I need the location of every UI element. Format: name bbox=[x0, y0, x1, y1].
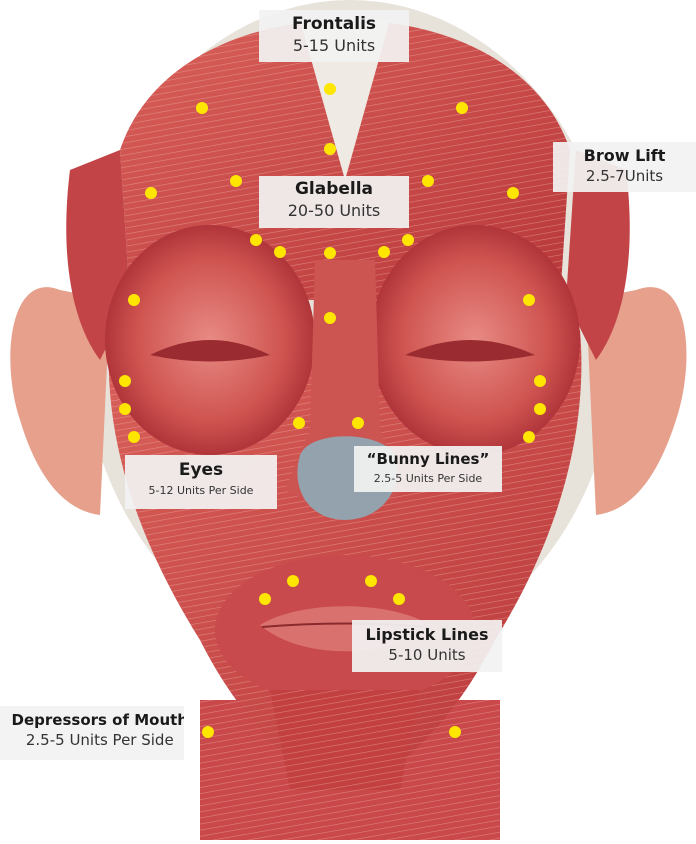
injection-point-dot bbox=[324, 143, 336, 155]
injection-point-dot bbox=[449, 726, 461, 738]
injection-point-dot bbox=[259, 593, 271, 605]
injection-point-dot bbox=[422, 175, 434, 187]
injection-point-dot bbox=[119, 375, 131, 387]
injection-point-dot bbox=[523, 294, 535, 306]
injection-point-dot bbox=[293, 417, 305, 429]
injection-point-dot bbox=[352, 417, 364, 429]
injection-point-dot bbox=[402, 234, 414, 246]
injection-point-dot bbox=[145, 187, 157, 199]
injection-point-dot bbox=[507, 187, 519, 199]
injection-point-dot bbox=[365, 575, 377, 587]
injection-point-dot bbox=[128, 431, 140, 443]
depressors-label: Depressors of Mouth 2.5-5 Units Per Side bbox=[0, 706, 184, 760]
depressors-title: Depressors of Mouth bbox=[12, 711, 184, 729]
brow-lift-units: 2.5-7Units bbox=[553, 167, 696, 185]
injection-point-dot bbox=[230, 175, 242, 187]
glabella-label: Glabella 20-50 Units bbox=[259, 176, 409, 228]
brow-lift-label: Brow Lift 2.5-7Units bbox=[553, 142, 696, 192]
frontalis-title: Frontalis bbox=[259, 14, 409, 34]
eyes-title: Eyes bbox=[125, 460, 277, 480]
lipstick-lines-units: 5-10 Units bbox=[352, 646, 502, 664]
lipstick-lines-title: Lipstick Lines bbox=[352, 625, 502, 644]
lipstick-lines-label: Lipstick Lines 5-10 Units bbox=[352, 620, 502, 672]
glabella-units: 20-50 Units bbox=[259, 201, 409, 220]
injection-point-dot bbox=[534, 375, 546, 387]
brow-lift-title: Brow Lift bbox=[553, 146, 696, 165]
injection-point-dot bbox=[324, 83, 336, 95]
eyes-units: 5-12 Units Per Side bbox=[125, 484, 277, 497]
injection-point-dot bbox=[250, 234, 262, 246]
injection-point-dot bbox=[456, 102, 468, 114]
injection-point-dot bbox=[378, 246, 390, 258]
injection-point-dot bbox=[324, 312, 336, 324]
frontalis-label: Frontalis 5-15 Units bbox=[259, 10, 409, 62]
bunny-lines-title: “Bunny Lines” bbox=[354, 450, 502, 468]
right-orbicularis-oculi bbox=[370, 225, 580, 455]
bunny-lines-label: “Bunny Lines” 2.5-5 Units Per Side bbox=[354, 446, 502, 492]
injection-point-dot bbox=[119, 403, 131, 415]
injection-point-dot bbox=[202, 726, 214, 738]
eyes-label: Eyes 5-12 Units Per Side bbox=[125, 455, 277, 509]
frontalis-units: 5-15 Units bbox=[259, 36, 409, 55]
injection-point-dot bbox=[287, 575, 299, 587]
injection-point-dot bbox=[534, 403, 546, 415]
injection-point-dot bbox=[523, 431, 535, 443]
glabella-title: Glabella bbox=[259, 179, 409, 199]
injection-point-dot bbox=[324, 247, 336, 259]
injection-point-dot bbox=[196, 102, 208, 114]
injection-point-dot bbox=[128, 294, 140, 306]
injection-point-dot bbox=[393, 593, 405, 605]
depressors-units: 2.5-5 Units Per Side bbox=[12, 731, 184, 749]
bunny-lines-units: 2.5-5 Units Per Side bbox=[354, 472, 502, 485]
injection-point-dot bbox=[274, 246, 286, 258]
